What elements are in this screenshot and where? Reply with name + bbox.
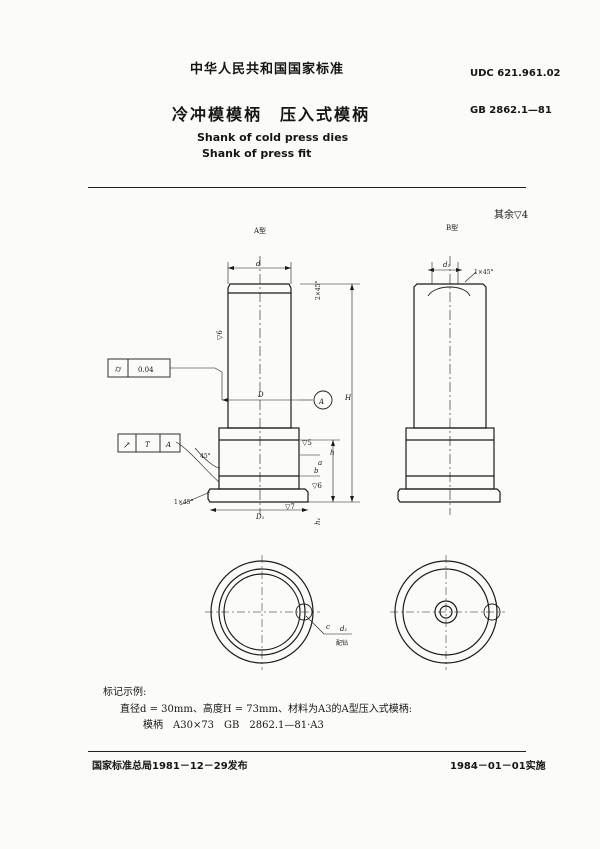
dim-c: c — [326, 623, 330, 631]
type-a-shank — [207, 256, 309, 515]
runout-A: A — [165, 441, 171, 449]
type-b-shank — [397, 256, 501, 515]
english-title-2: Shank of press fit — [202, 147, 312, 160]
dim-d1: d₁ — [340, 625, 347, 633]
type-a-flange-outline — [207, 488, 309, 503]
finish-bottom: ▽6 — [312, 482, 322, 490]
dim-b: b — [314, 467, 319, 475]
example-description: 直径d = 30mm、高度H = 73mm、材料为A3的A型压入式模柄: — [120, 704, 413, 715]
runout-frame — [117, 433, 181, 453]
type-a-label: A型 — [254, 227, 267, 235]
dim-angle: 45° — [200, 453, 211, 460]
dim-D1: D₁ — [255, 513, 265, 521]
tolerance-value: 0.04 — [138, 366, 154, 374]
dim-H: H — [344, 394, 352, 402]
type-a-bottom-view — [205, 555, 352, 670]
cylindricity-icon: ⌭ — [115, 365, 122, 375]
d1-note: 配钻 — [336, 639, 348, 647]
issued-date: 国家标准总局1981－12－29发布 — [92, 761, 248, 772]
dim-D: D — [257, 391, 264, 399]
cylindricity-frame — [107, 358, 171, 378]
datum-a-circle — [313, 390, 333, 410]
dim-h: h — [330, 449, 335, 457]
header-divider — [88, 187, 526, 188]
example-code: 模柄 A30×73 GB 2862.1—81·A3 — [143, 720, 324, 731]
dim-b-chamfer: 1×45° — [474, 269, 493, 276]
page-title: 冷冲模模柄 压入式模柄 — [172, 105, 371, 124]
standard-org: 中华人民共和国国家标准 — [190, 62, 345, 77]
dim-chamfer-bottom: 1×45° — [174, 499, 193, 506]
runout-arrow-icon: ↗ — [123, 441, 131, 451]
gb-standard-code: GB 2862.1—81 — [470, 105, 552, 116]
dim-chamfer-top: 2×45° — [315, 281, 322, 300]
finish-side: ▽6 — [216, 330, 224, 340]
surface-finish-note: 其余▽4 — [494, 210, 529, 221]
type-b-bottom-view — [390, 555, 505, 670]
runout-T: T — [145, 441, 151, 449]
dim-a: a — [318, 459, 322, 467]
datum-a-label: A — [318, 398, 324, 406]
effective-date: 1984－01－01实施 — [450, 761, 546, 772]
dim-h1: h₁ — [314, 517, 322, 525]
finish-d: ▽5 — [302, 439, 312, 447]
udc-code: UDC 621.961.02 — [470, 68, 561, 79]
dim-d2: d₂ — [443, 261, 450, 269]
type-a-shaft-outline — [227, 283, 292, 429]
type-a-collar-outline — [218, 427, 300, 490]
footer-divider — [88, 751, 526, 752]
example-heading: 标记示例: — [103, 687, 147, 698]
type-b-label: B型 — [446, 224, 459, 232]
finish-base: ▽7 — [285, 503, 295, 511]
english-title-1: Shank of cold press dies — [197, 131, 349, 144]
dim-d: d — [256, 260, 261, 268]
